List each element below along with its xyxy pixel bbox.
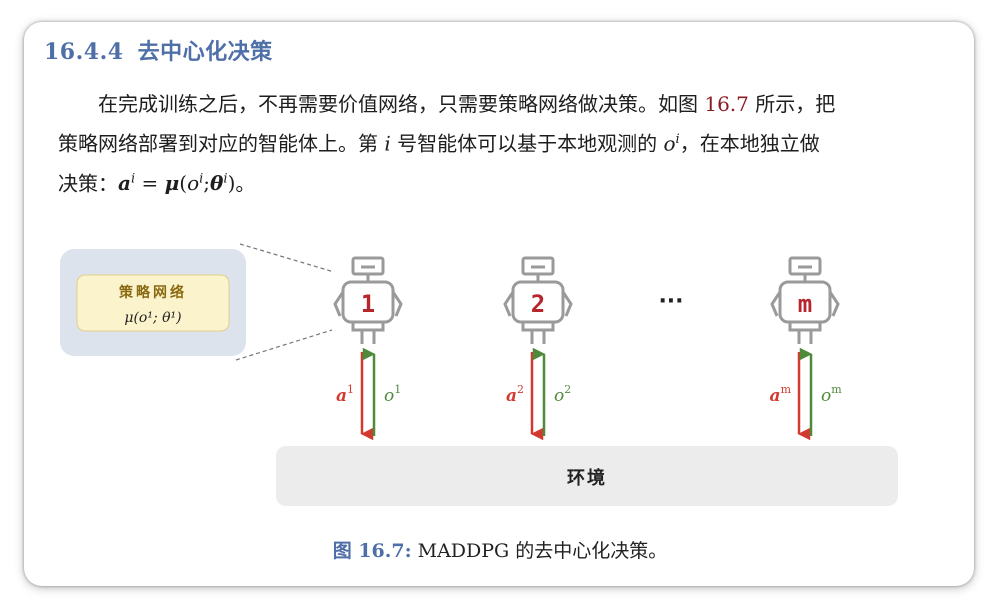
robot-label: m bbox=[798, 290, 812, 318]
agent-1: 1 a1 o1 bbox=[333, 256, 403, 441]
action-label: am bbox=[770, 383, 792, 406]
math-symbol: i bbox=[384, 131, 391, 156]
policy-network-title: 策略网络 bbox=[118, 284, 187, 301]
environment-box bbox=[276, 446, 898, 506]
agent-m: m am om bbox=[770, 256, 842, 441]
paragraph-line-2: 策略网络部署到对应的智能体上。第 i 号智能体可以基于本地观测的 oi，在本地独… bbox=[58, 122, 918, 162]
section-number: 16.4.4 bbox=[44, 39, 124, 65]
math-superscript: i bbox=[130, 171, 136, 187]
zoom-line-bottom bbox=[235, 329, 333, 361]
math-symbol: o bbox=[663, 131, 676, 156]
text-span: 所示，把 bbox=[748, 92, 836, 116]
decision-formula: ai = μ(oi;θi) bbox=[118, 171, 235, 195]
text-span: 号智能体可以基于本地观测的 bbox=[390, 131, 664, 156]
math-superscript: i bbox=[199, 171, 204, 187]
math-symbol: ; bbox=[203, 171, 211, 196]
math-symbol: = bbox=[135, 171, 165, 196]
figure-reference-link[interactable]: 16.7 bbox=[704, 92, 749, 116]
zoom-line-top bbox=[239, 243, 335, 273]
math-superscript: i bbox=[223, 171, 228, 187]
section-title: 去中心化决策 bbox=[137, 39, 273, 65]
text-span: 决策： bbox=[58, 171, 118, 196]
robot-label: 1 bbox=[361, 290, 375, 318]
text-span: 。 bbox=[235, 171, 256, 196]
math-symbol: a bbox=[118, 171, 131, 196]
math-symbol: ( bbox=[179, 171, 188, 196]
policy-network-formula: μ(o¹; θ¹) bbox=[124, 310, 181, 326]
action-label: a1 bbox=[336, 383, 354, 406]
figure-caption: 图 16.7:MADDPG 的去中心化决策。 bbox=[0, 536, 1000, 563]
observation-label: om bbox=[821, 383, 842, 406]
agent-2: 2 a2 o2 bbox=[503, 256, 573, 441]
caption-text: MADDPG 的去中心化决策。 bbox=[417, 540, 668, 562]
math-symbol: o bbox=[187, 171, 200, 196]
environment-label: 环境 bbox=[567, 467, 607, 489]
section-heading: 16.4.4 去中心化决策 bbox=[44, 34, 273, 66]
math-symbol: μ bbox=[164, 171, 180, 196]
text-span: 在完成训练之后，不再需要价值网络，只需要策略网络做决策。如图 bbox=[98, 92, 705, 116]
text-span: ，在本地独立做 bbox=[679, 131, 820, 156]
paragraph-line-1: 在完成训练之后，不再需要价值网络，只需要策略网络做决策。如图 16.7 所示，把 bbox=[58, 86, 918, 122]
text-span: 策略网络部署到对应的智能体上。第 bbox=[58, 131, 385, 156]
robot-label: 2 bbox=[531, 290, 545, 318]
action-label: a2 bbox=[506, 383, 524, 406]
policy-network-box bbox=[76, 274, 230, 332]
observation-label: o1 bbox=[384, 383, 401, 406]
body-paragraph: 在完成训练之后，不再需要价值网络，只需要策略网络做决策。如图 16.7 所示，把… bbox=[58, 86, 918, 201]
math-symbol: ) bbox=[227, 171, 236, 196]
math-superscript: i bbox=[675, 132, 680, 147]
paragraph-line-3: 决策：ai = μ(oi;θi)。 bbox=[58, 162, 918, 202]
caption-label: 图 16.7: bbox=[332, 540, 412, 562]
agents-ellipsis: ··· bbox=[658, 289, 683, 314]
agents-group: 1 a1 o1 2 a2 o2 m am om bbox=[333, 256, 842, 441]
math-symbol: θ bbox=[210, 171, 224, 196]
observation-label: o2 bbox=[554, 383, 571, 406]
